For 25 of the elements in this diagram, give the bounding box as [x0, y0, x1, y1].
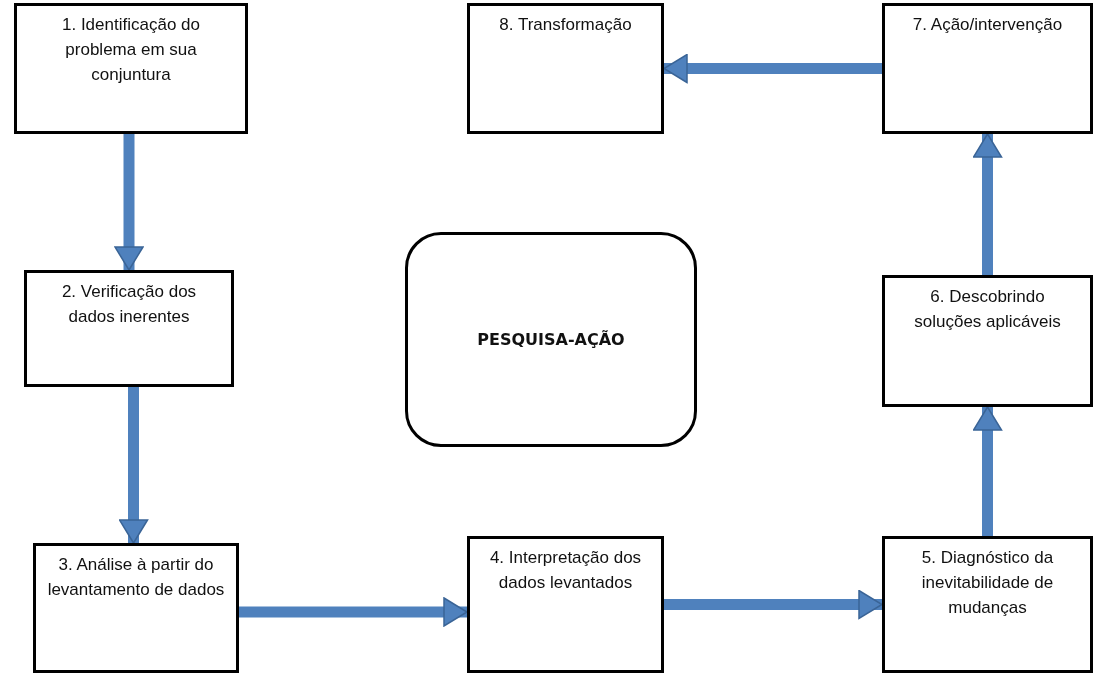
step-box — [467, 536, 664, 673]
step-box — [882, 3, 1093, 134]
step-text: 1. Identificação do problema em sua conjuntura — [61, 14, 201, 86]
step-box — [882, 275, 1093, 407]
block-arrow — [972, 406, 1003, 536]
title-text: PESQUISA-AÇÃO — [477, 329, 625, 351]
block-arrow — [972, 133, 1003, 275]
step-box — [14, 3, 248, 134]
block-arrow — [239, 597, 468, 627]
step-box — [24, 270, 234, 387]
step-box — [467, 3, 664, 134]
block-arrow — [118, 387, 149, 544]
block-arrow — [664, 589, 883, 620]
step-box — [882, 536, 1093, 673]
block-arrow — [114, 134, 144, 271]
step-text: 6. Descobrindo soluções aplicáveis — [913, 286, 1062, 333]
step-box — [33, 543, 239, 673]
step-text: 2. Verificação dos dados inerentes — [60, 281, 198, 328]
step-text: 7. Ação/intervenção — [912, 14, 1063, 36]
step-text: 5. Diagnóstico da inevitabilidade de mudanças — [920, 547, 1055, 619]
block-arrow — [663, 53, 882, 84]
center-box — [405, 232, 697, 447]
step-text: 3. Análise à partir do levantamento de dados — [46, 554, 226, 601]
step-text: 4. Interpretação dos dados levantados — [488, 547, 643, 594]
step-text: 8. Transformação — [499, 14, 632, 36]
